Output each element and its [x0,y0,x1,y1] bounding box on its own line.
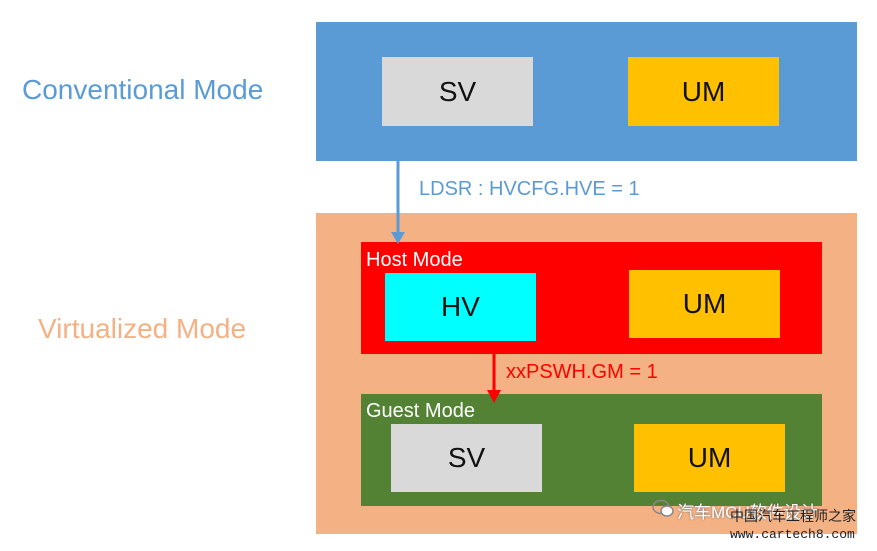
watermark-line3: www.cartech8.com [730,527,855,542]
gm-transition-label: xxPSWH.GM = 1 [506,361,658,383]
host-mode-panel: Host Mode HV UM [361,242,822,354]
conventional-sv-box: SV [382,57,533,126]
guest-um-box: UM [634,424,785,492]
guest-sv-box: SV [391,424,542,492]
watermark-line2: 中国汽车工程师之家 [730,508,856,524]
ldsr-transition-label: LDSR : HVCFG.HVE = 1 [419,178,640,200]
conventional-um-box: UM [628,57,779,126]
conventional-mode-panel: SV UM [316,22,857,161]
virtualized-mode-panel: Host Mode HV UM Guest Mode SV UM [316,213,857,534]
watermark: 汽车MCU软件设计 中国汽车工程师之家 www.cartech8.com [652,496,874,548]
host-hv-box: HV [385,273,536,341]
guest-mode-title: Guest Mode [366,400,475,422]
wechat-icon [652,498,674,518]
guest-mode-panel: Guest Mode SV UM [361,394,822,506]
host-mode-title: Host Mode [366,249,463,271]
ldsr-arrow [391,161,405,244]
watermark-line1: 汽车MCU软件设计 [677,503,818,522]
gm-arrow [487,354,501,403]
host-um-box: UM [629,270,780,338]
conventional-mode-label: Conventional Mode [22,74,264,105]
virtualized-mode-label: Virtualized Mode [38,313,247,344]
